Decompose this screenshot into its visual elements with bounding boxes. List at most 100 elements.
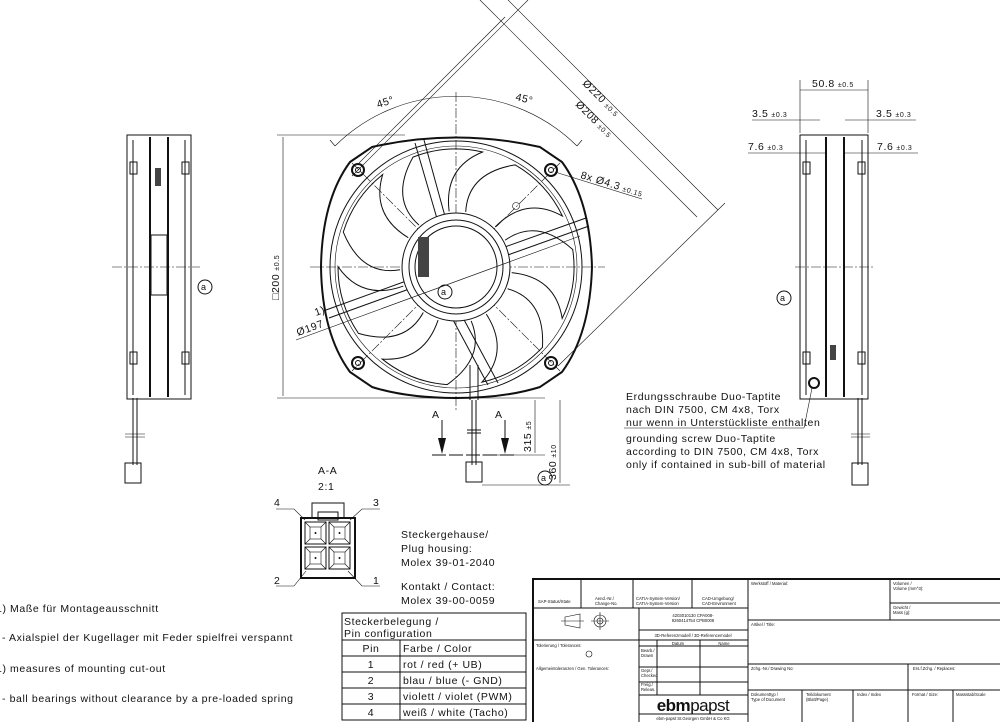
pin-number: 1 [368, 659, 374, 671]
replaces-label: Ers.f.Zchg. / Replaces: [913, 666, 955, 671]
doc-type-label: Type of Document [751, 697, 786, 702]
tolerances-label: Tolerierung / Tolerances: [536, 643, 582, 648]
fan-front-view: a [310, 92, 605, 483]
ref-model-label: 3D-Referenzmodell / 3D-Referencemodel [654, 633, 731, 638]
column-header: Pin [363, 643, 380, 655]
fan-side-view-left: a [112, 134, 213, 484]
cad-env-label: CAD-Environment [702, 601, 737, 606]
fan-blade [342, 173, 409, 272]
dia-197-leader [295, 235, 581, 341]
fan-blade [480, 288, 544, 383]
plug-info: Steckergehause/ Plug housing: Molex 39-0… [401, 529, 495, 607]
title-block: SAP-Status/State Aend.-Nr./ Change-No. C… [532, 578, 1000, 722]
name-header: Name [718, 641, 730, 646]
dim-offset-right: 7.6±0.3 [877, 141, 912, 153]
dim-line-220 [507, 0, 719, 211]
note-en-2: - ball bearings without clearance by a p… [2, 693, 294, 705]
view-ref: a [780, 293, 786, 303]
note-line: grounding screw Duo-Taptite [626, 433, 776, 445]
checked-label: Checked [641, 673, 658, 678]
table-row: 3 violett / violet (PWM) [368, 691, 512, 703]
fan-blade [337, 265, 424, 338]
pin-configuration-table: Steckerbelegung / Pin configuration Pin … [341, 612, 527, 721]
hub-label [418, 237, 429, 277]
grounding-screw-icon [808, 377, 820, 389]
note-line: only if contained in sub-bill of materia… [626, 459, 826, 471]
fan-blade [402, 148, 485, 226]
catia-label: CATIA-System-Version/ [636, 596, 681, 601]
drawing-no-label: Zchg.-Nr./ Drawing No: [751, 666, 794, 671]
dim-offset-left: 7.6±0.3 [748, 141, 783, 153]
volume-label: Volume (mm^3): [893, 586, 923, 591]
drawn-label: Drawn [641, 653, 654, 658]
mounting-hole-icon [351, 163, 365, 177]
fan-blade [380, 319, 476, 386]
balance-mark [512, 202, 520, 210]
fan-side-view-right: a 50.8±0.5 3.5±0.3 3.5±0.3 7.6±0.3 7.6±0… [748, 78, 918, 486]
cable [469, 365, 479, 400]
ebmpapst-logo: ebmpapst [657, 696, 730, 715]
note-line: nur wenn in Unterstückliste enthalten [626, 417, 820, 429]
dim-angle-left: 45° [375, 94, 396, 111]
pin-label-2: 2 [274, 575, 280, 587]
label-plate [150, 234, 168, 296]
dim-square-200: □200±0.5 [270, 255, 282, 300]
dim-flange-right: 3.5±0.3 [876, 108, 911, 120]
company-name: ebm-papst St.Georgen GmbH & Co KG [656, 716, 729, 721]
sap-status-label: SAP-Status/State [538, 599, 571, 604]
hub-rotor [414, 225, 498, 309]
note-de-1: 1) Maße für Montageausschnitt [0, 603, 159, 615]
drawn-label: Bearb./ [641, 648, 655, 653]
format-label: Format / Size: [912, 692, 938, 697]
strut [501, 217, 590, 257]
fan-housing-outline [319, 136, 594, 400]
dim-len-360: 360±10 [547, 444, 559, 480]
dim-width-total: 50.8±0.5 [812, 78, 854, 90]
note-line: according to DIN 7500, CM 4x8, Torx [626, 446, 819, 458]
pin-color: rot / red (+ UB) [403, 659, 482, 671]
pin-number: 3 [368, 691, 374, 703]
dim-flange-left: 3.5±0.3 [752, 108, 787, 120]
angle-arc [334, 96, 578, 147]
pin-color: weiß / white (Tacho) [402, 707, 508, 719]
section-title: A-A [318, 465, 337, 477]
table-title: Pin configuration [344, 628, 432, 640]
connector [851, 462, 869, 486]
grounding-note: Erdungsschraube Duo-Taptite nach DIN 750… [624, 387, 826, 471]
section-mark-left: A [432, 409, 440, 421]
contact-label: Kontakt / Contact: [401, 581, 495, 593]
pin-number: 4 [368, 707, 374, 719]
connector [465, 461, 483, 483]
mass-label: Gewicht / [893, 605, 911, 610]
doc-type-label: Dokumenttyp / [751, 692, 779, 697]
material-label: Werkstoff / Material: [751, 581, 788, 586]
dim-len-315: 315±5 [522, 421, 534, 452]
dim-dia-197: Ø197 [295, 318, 326, 339]
dim-holes: 8x Ø4.3±0.15 [579, 169, 644, 199]
sub-doc-label: Teildokument [806, 692, 832, 697]
catia-label: CATIA-System-Version [636, 601, 679, 606]
note-en-1: 1) measures of mounting cut-out [0, 663, 166, 675]
section-marks: A A [432, 409, 515, 456]
cad-env-label: CAD-Umgebung/ [702, 596, 735, 601]
pin-cavities [304, 521, 351, 570]
change-no-label: Aend.-Nr./ [595, 596, 615, 601]
pin-color: violett / violet (PWM) [403, 691, 512, 703]
housing-inner-ring [329, 140, 583, 394]
strut [325, 279, 413, 319]
pin-cavity [328, 546, 351, 570]
view-ref-circle [537, 470, 553, 486]
table-title: Steckerbelegung / [344, 616, 439, 628]
connector [124, 462, 142, 484]
mounting-hole-icon [544, 356, 558, 370]
fan-blade [504, 230, 575, 321]
view-ref-circle [197, 279, 213, 295]
released-label: Freig./ [641, 682, 654, 687]
sub-doc-label: (Blatt/Page) [806, 697, 829, 702]
scale-label: Massstab/Scale [956, 692, 986, 697]
mounting-hole-icon [544, 163, 558, 177]
index-label: Index / Index [857, 692, 882, 697]
cable-break [467, 429, 481, 434]
